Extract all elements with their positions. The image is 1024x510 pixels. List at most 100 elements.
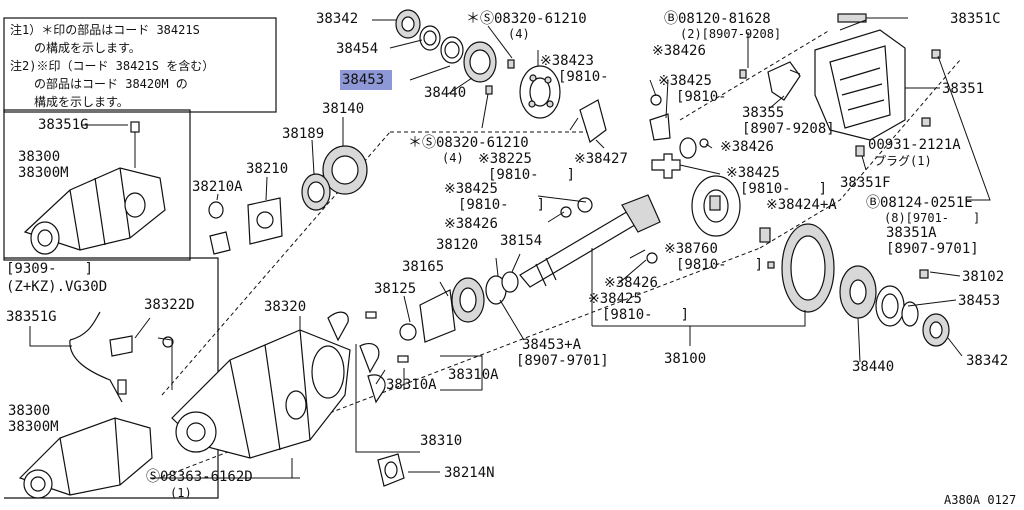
main-carrier-housing	[171, 329, 351, 459]
label-38423-range: [9810-	[558, 69, 609, 85]
label-08120[interactable]: Ⓑ08120-81628	[664, 11, 771, 27]
label-38760-range: [9810- ]	[676, 257, 764, 273]
label-38426-c[interactable]: ※38426	[444, 216, 498, 232]
figure-code: A380A 0127	[944, 493, 1017, 507]
ring-gear-38100	[781, 223, 835, 313]
label-38425-c-range: [9810- ]	[458, 197, 546, 213]
label-38300-top[interactable]: 38300	[18, 149, 61, 165]
label-38300M-top[interactable]: 38300M	[18, 165, 69, 181]
label-38102[interactable]: 38102	[962, 269, 1005, 285]
exploded-outline-4	[759, 59, 961, 249]
label-38140[interactable]: 38140	[322, 101, 365, 117]
note-line-4: の部品はコード 38420M の	[10, 77, 188, 91]
bracket-38355	[767, 61, 801, 101]
label-38100[interactable]: 38100	[664, 351, 707, 367]
label-38120[interactable]: 38120	[436, 237, 479, 253]
label-38300M-bottom[interactable]: 38300M	[8, 419, 59, 435]
label-38189[interactable]: 38189	[282, 126, 325, 142]
label-38454[interactable]: 38454	[336, 41, 379, 57]
label-38426-b[interactable]: ※38426	[720, 139, 774, 155]
diff-assembly-top-sketch	[23, 121, 166, 255]
label-38154[interactable]: 38154	[500, 233, 543, 249]
label-38125[interactable]: 38125	[374, 281, 417, 297]
label-38351G-top[interactable]: 38351G	[38, 117, 89, 133]
label-38300-bottom[interactable]: 38300	[8, 403, 51, 419]
label-08120-qty: (2)[8907-9208]	[680, 27, 782, 41]
label-38320[interactable]: 38320	[264, 299, 307, 315]
label-38426-d[interactable]: ※38426	[604, 275, 658, 291]
note-line-2: の構成を示します。	[10, 41, 141, 55]
label-38425-a[interactable]: ※38425	[658, 73, 712, 89]
label-38760[interactable]: ※38760	[664, 241, 718, 257]
label-38425-d-range: [9810- ]	[602, 307, 690, 323]
label-38425-d[interactable]: ※38425	[588, 291, 642, 307]
label-38351A-range: [8907-9701]	[886, 241, 979, 257]
label-08320-top[interactable]: ＊Ⓢ08320-61210	[466, 11, 587, 27]
label-08320-mid-qty: (4)	[442, 151, 464, 165]
label-38310A-a[interactable]: 38310A	[448, 367, 499, 383]
label-38355[interactable]: 38355	[742, 105, 785, 121]
pinion-bearing-chain	[208, 145, 368, 255]
label-38342-right[interactable]: 38342	[966, 353, 1009, 369]
label-38210A[interactable]: 38210A	[192, 179, 243, 195]
bolts	[485, 49, 941, 279]
right-bearing-chain	[839, 265, 950, 347]
note-line-5: 構成を示します。	[10, 95, 129, 109]
shaft-spacers	[399, 271, 519, 343]
label-08320-mid[interactable]: ＊Ⓢ08320-61210	[408, 135, 529, 151]
label-38310A-b[interactable]: 38310A	[386, 377, 437, 393]
label-variant-range: [9309- ]	[6, 261, 94, 277]
label-38425-c[interactable]: ※38425	[444, 181, 498, 197]
thrust-washers	[560, 94, 709, 264]
side-gear-38427	[579, 99, 607, 143]
label-38453A[interactable]: 38453+A	[522, 337, 582, 353]
label-08363[interactable]: Ⓢ08363-6162D	[146, 469, 253, 485]
leader-lines	[29, 19, 991, 479]
label-38225-range: [9810- ]	[488, 167, 576, 183]
label-38440-right[interactable]: 38440	[852, 359, 895, 375]
label-08320-top-qty: (4)	[508, 27, 530, 41]
label-38425-a-range: [9810-	[676, 89, 727, 105]
label-38165[interactable]: 38165	[402, 259, 445, 275]
label-38322D[interactable]: 38322D	[144, 297, 195, 313]
label-38425-b[interactable]: ※38425	[726, 165, 780, 181]
label-38424A[interactable]: ※38424+A	[766, 197, 837, 213]
label-38310[interactable]: 38310	[420, 433, 463, 449]
exploded-outline-5	[679, 29, 831, 121]
label-variant-model: (Z+KZ).VG30D	[6, 279, 108, 295]
top-bearing-chain	[395, 9, 497, 83]
drive-pinion-38100	[519, 194, 661, 288]
label-38440-top[interactable]: 38440	[424, 85, 467, 101]
label-38453A-range: [8907-9701]	[516, 353, 609, 369]
pinion-gear-right	[649, 113, 697, 159]
label-38351[interactable]: 38351	[942, 81, 985, 97]
label-38427[interactable]: ※38427	[574, 151, 628, 167]
label-00931-plug: プラグ(1)	[874, 154, 932, 168]
rear-cover-38351	[814, 13, 908, 141]
label-38351C[interactable]: 38351C	[950, 11, 1001, 27]
label-38351G-bottom[interactable]: 38351G	[6, 309, 57, 325]
label-38426-a[interactable]: ※38426	[652, 43, 706, 59]
label-38351A[interactable]: 38351A	[886, 225, 937, 241]
label-38214N[interactable]: 38214N	[444, 465, 495, 481]
label-38453-right[interactable]: 38453	[958, 293, 1001, 309]
label-38355-range: [8907-9208]	[742, 121, 835, 137]
label-38225[interactable]: ※38225	[478, 151, 532, 167]
cover-brackets	[327, 311, 409, 404]
label-38423[interactable]: ※38423	[540, 53, 594, 69]
label-08124[interactable]: Ⓑ08124-0251E	[866, 195, 973, 211]
label-38342-top[interactable]: 38342	[316, 11, 359, 27]
label-38351F[interactable]: 38351F	[840, 175, 891, 191]
diff-frame-top	[3, 109, 191, 261]
pinion-shaft-cross	[651, 153, 681, 179]
note-line-1: 注1）＊印の部品はコード 38421S	[10, 23, 200, 37]
label-00931[interactable]: 00931-2121A	[868, 137, 961, 153]
note-line-3: 注2)※印（コード 38421S を含む）	[10, 59, 215, 73]
label-08124-qty: (8)[9701- ]	[884, 211, 981, 225]
label-38453-highlighted[interactable]: 38453	[342, 72, 385, 88]
diff-carrier-38760	[691, 175, 741, 237]
highlight-38453	[340, 70, 392, 90]
label-38425-b-range: [9810- ]	[740, 181, 828, 197]
label-38210[interactable]: 38210	[246, 161, 289, 177]
